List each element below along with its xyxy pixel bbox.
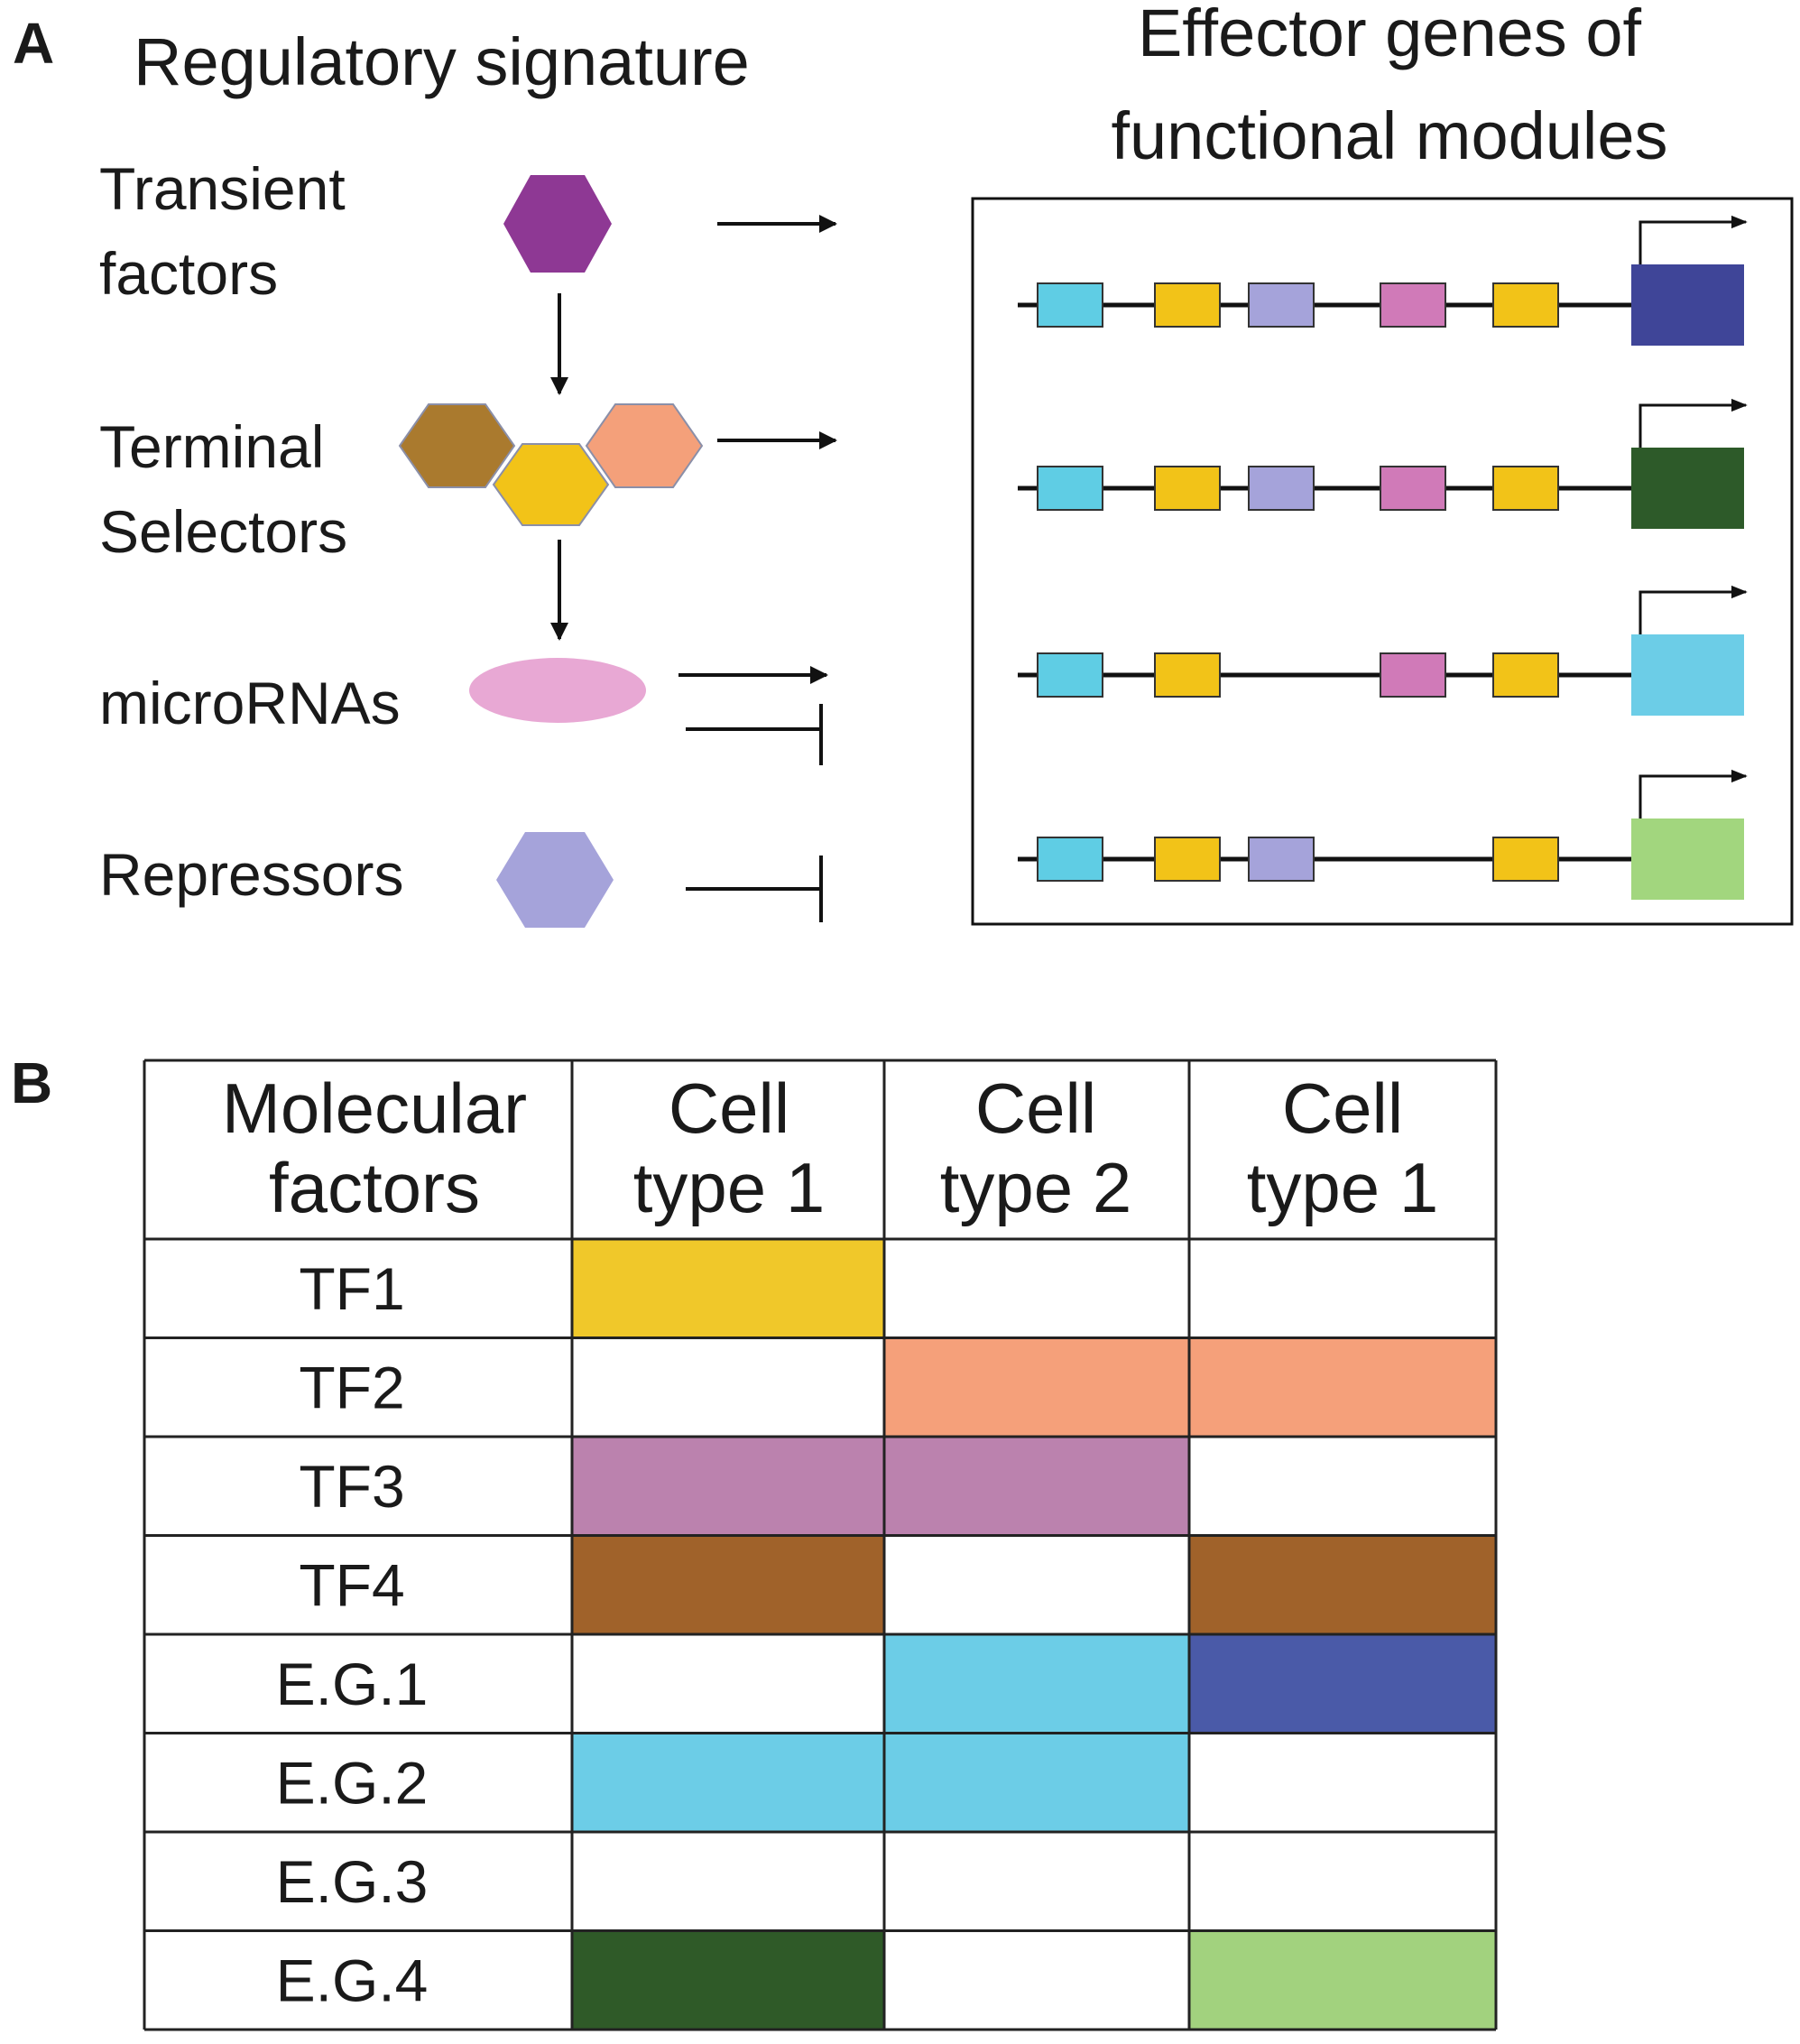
row-label: TF3: [299, 1453, 404, 1520]
row-label: E.G.3: [276, 1848, 429, 1915]
cell-tf3-col1: [572, 1437, 884, 1536]
row-label: E.G.2: [276, 1750, 429, 1817]
row-label: TF4: [299, 1552, 404, 1619]
transient-factor-hexagon: [503, 175, 612, 273]
cell-eg1-col3: [1189, 1634, 1496, 1734]
motif-yellow: [1492, 652, 1559, 698]
motif-cyan: [1037, 837, 1103, 882]
effector-gene-row-1: [1018, 215, 1748, 346]
cell-tf2-col2: [884, 1337, 1189, 1437]
motif-lavender: [1248, 282, 1315, 328]
expression-table: Molecular factors Cell type 1 Cell type …: [143, 1059, 1498, 2031]
row-label: E.G.4: [276, 1947, 429, 2014]
repressor-repression-bar: [686, 856, 823, 922]
transcription-start-arrow: [1638, 585, 1748, 634]
effector-gene-row-3: [1018, 585, 1748, 716]
selector-salmon-hexagon: [585, 403, 704, 488]
microrna-repression-bar: [686, 704, 823, 765]
motif-lavender: [1248, 466, 1315, 511]
cell-eg2-col1: [572, 1733, 884, 1832]
panel-b-letter: B: [11, 1050, 52, 1115]
transcription-start-arrow: [1638, 769, 1748, 819]
terminal-selectors-label-line1: Terminal: [99, 413, 324, 480]
motif-pink: [1380, 282, 1446, 328]
header-cell-type-col2-line1: Cell: [975, 1068, 1096, 1148]
cell-tf1-col1: [572, 1239, 884, 1338]
effector-gene-row-2: [1018, 398, 1748, 529]
cell-tf4-col3: [1189, 1535, 1496, 1634]
row-label: TF1: [299, 1255, 404, 1322]
effector-gene-row-4: [1018, 769, 1748, 900]
transient-factors-label-line1: Transient: [99, 155, 346, 222]
motif-yellow: [1492, 837, 1559, 882]
repressor-hexagon: [496, 832, 614, 928]
effector-title-line1: Effector genes of: [1138, 0, 1642, 70]
header-cell-type-col3-line2: type 1: [1247, 1148, 1438, 1227]
motif-pink: [1380, 466, 1446, 511]
transcription-start-arrow: [1638, 215, 1748, 264]
motif-yellow: [1492, 282, 1559, 328]
cell-eg4-col1: [572, 1930, 884, 2030]
motif-yellow: [1154, 282, 1221, 328]
effector-title-line2: functional modules: [1111, 98, 1667, 173]
header-molecular-factors-line2: factors: [269, 1148, 480, 1227]
row-label: TF2: [299, 1355, 404, 1421]
effector-gene-box: [1631, 448, 1744, 529]
motif-cyan: [1037, 282, 1103, 328]
motif-yellow: [1154, 652, 1221, 698]
motif-cyan: [1037, 652, 1103, 698]
header-cell-type-col3-line1: Cell: [1282, 1068, 1403, 1148]
regulatory-signature-title: Regulatory signature: [134, 24, 750, 99]
motif-lavender: [1248, 837, 1315, 882]
repressors-label: Repressors: [99, 841, 403, 908]
header-cell-type-col1-line1: Cell: [669, 1068, 789, 1148]
header-cell-type-col1-line2: type 1: [633, 1148, 825, 1227]
motif-yellow: [1154, 837, 1221, 882]
cell-tf4-col1: [572, 1535, 884, 1634]
selector-yellow-hexagon: [492, 443, 610, 526]
cell-tf2-col3: [1189, 1337, 1496, 1437]
selector-brown-hexagon: [398, 403, 516, 488]
transient-factors-label-line2: factors: [99, 240, 278, 307]
motif-yellow: [1492, 466, 1559, 511]
panel-a-letter: A: [13, 11, 54, 76]
header-cell-type-col2-line2: type 2: [940, 1148, 1131, 1227]
effector-gene-box: [1631, 819, 1744, 900]
motif-pink: [1380, 652, 1446, 698]
transcription-start-arrow: [1638, 398, 1748, 448]
effector-gene-box: [1631, 264, 1744, 346]
header-molecular-factors-line1: Molecular: [222, 1068, 527, 1148]
terminal-selectors-label-line2: Selectors: [99, 498, 347, 565]
cell-eg1-col2: [884, 1634, 1189, 1734]
cell-eg4-col3: [1189, 1930, 1496, 2030]
microrna-ellipse: [469, 658, 646, 723]
motif-cyan: [1037, 466, 1103, 511]
cell-tf3-col2: [884, 1437, 1189, 1536]
micrornas-label: microRNAs: [99, 670, 401, 736]
cell-eg2-col2: [884, 1733, 1189, 1832]
effector-gene-rows: [1018, 215, 1748, 900]
effector-genes-box: [971, 197, 1794, 926]
effector-gene-box: [1631, 634, 1744, 716]
motif-yellow: [1154, 466, 1221, 511]
row-label: E.G.1: [276, 1651, 429, 1717]
